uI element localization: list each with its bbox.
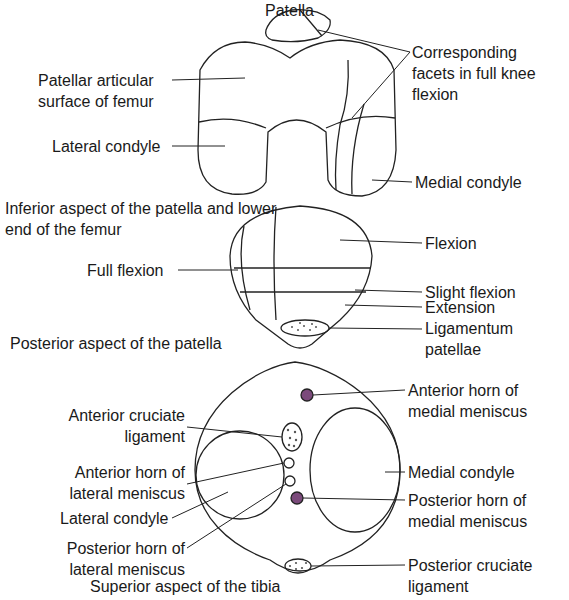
leader-lines <box>172 30 422 566</box>
anatomy-label: Anterior horn of medial meniscus <box>408 380 558 422</box>
medial-condyle-surface <box>310 408 400 532</box>
cruciate-ligament <box>282 423 302 451</box>
tibia-outline <box>195 362 400 571</box>
patella-posterior-outline <box>230 206 372 348</box>
meniscus-horn <box>301 389 313 401</box>
facet-line <box>336 60 349 190</box>
anatomy-label: Anterior horn of lateral meniscus <box>45 462 185 504</box>
anatomy-label: Anterior cruciate ligament <box>45 405 185 447</box>
facet-line <box>234 267 371 268</box>
anatomy-label: Posterior horn of medial meniscus <box>408 490 558 532</box>
anatomy-label: Posterior cruciate ligament <box>408 555 558 597</box>
cruciate-ligament <box>285 559 311 573</box>
lateral-condyle-surface <box>196 431 284 519</box>
meniscus-horn <box>291 492 303 504</box>
anatomy-label: Full flexion <box>87 260 207 281</box>
condyle-line <box>199 119 266 128</box>
meniscus-horn <box>284 458 294 468</box>
anatomy-label: Inferior aspect of the patella and lower… <box>5 198 305 240</box>
anatomy-label: Lateral condyle <box>60 508 210 529</box>
anatomy-label: Medial condyle <box>415 172 565 193</box>
ligament-dots <box>289 562 307 570</box>
facet-line <box>352 104 364 194</box>
anatomy-label: Posterior aspect of the patella <box>10 333 290 354</box>
anatomy-label: Posterior horn of lateral meniscus <box>45 538 185 580</box>
ligament-area <box>281 320 329 336</box>
anatomy-label: Extension <box>425 297 565 318</box>
anatomy-label: Patella <box>265 0 345 21</box>
anatomy-label: Patellar articular surface of femur <box>38 70 178 112</box>
ligament-dots <box>291 322 317 331</box>
anatomy-label: Corresponding facets in full knee flexio… <box>412 42 562 105</box>
facet-line <box>240 291 366 292</box>
facet-line <box>274 207 276 320</box>
meniscus-horn <box>285 476 295 486</box>
anatomy-label: Medial condyle <box>408 462 558 483</box>
anatomy-label: Superior aspect of the tibia <box>90 576 350 597</box>
anatomy-label: Flexion <box>425 233 565 254</box>
ligament-dots <box>287 429 297 447</box>
femur-outline <box>198 40 396 196</box>
anatomy-label: Ligamentum patellae <box>425 318 525 360</box>
anatomy-label: Lateral condyle <box>52 136 212 157</box>
